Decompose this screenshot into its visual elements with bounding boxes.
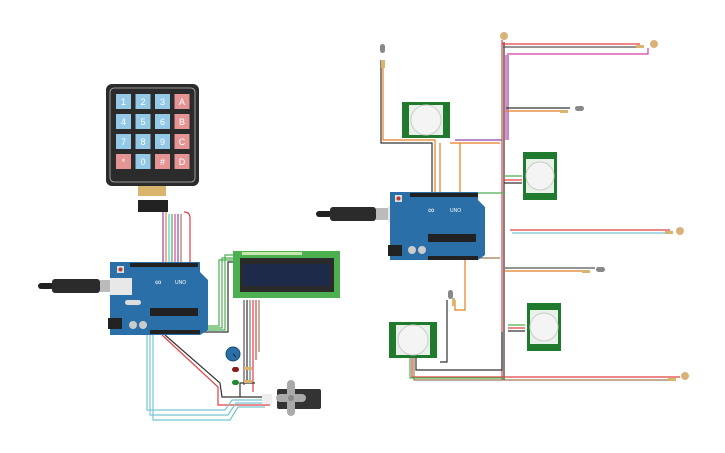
keypad-key-label: 5 xyxy=(140,117,145,127)
photoresistor[interactable] xyxy=(676,227,684,235)
keypad-key-label: # xyxy=(160,157,165,167)
wire xyxy=(411,355,680,378)
led-gray[interactable] xyxy=(575,106,584,111)
lcd-16x2[interactable] xyxy=(233,251,340,298)
keypad-key-label: C xyxy=(179,137,186,147)
arduino-logo-icon: ∞ xyxy=(428,205,434,215)
arduino-logo-icon: ∞ xyxy=(155,277,161,287)
keypad-key-label: 1 xyxy=(121,97,126,107)
keypad-key-#[interactable]: # xyxy=(155,154,170,169)
wire xyxy=(152,300,265,421)
keypad-key-7[interactable]: 7 xyxy=(116,134,131,149)
keypad-key-5[interactable]: 5 xyxy=(135,114,151,129)
resistor xyxy=(665,231,673,234)
arduino-uno-right[interactable]: UNO ∞ xyxy=(388,192,485,260)
wire xyxy=(409,355,505,379)
pir-sensor[interactable] xyxy=(523,152,557,200)
wire xyxy=(413,355,675,381)
keypad[interactable]: 1 2 3 A 4 5 6 B 7 8 9 C * 0 # D xyxy=(106,84,199,212)
wire xyxy=(164,334,270,398)
resistor xyxy=(668,378,676,381)
keypad-key-0[interactable]: 0 xyxy=(135,154,151,169)
wire xyxy=(200,257,240,329)
led-gray[interactable] xyxy=(448,290,453,299)
keypad-key-label: 9 xyxy=(160,137,165,147)
resistor xyxy=(452,298,455,306)
keypad-key-9[interactable]: 9 xyxy=(155,134,170,149)
resistor xyxy=(636,45,644,48)
led-green[interactable] xyxy=(232,380,252,385)
wire xyxy=(149,300,265,416)
wire xyxy=(146,300,265,411)
wire xyxy=(507,48,649,55)
arduino-left-label: UNO xyxy=(175,280,186,286)
pir-sensor[interactable] xyxy=(527,303,561,351)
potentiometer[interactable] xyxy=(225,346,241,362)
keypad-key-label: 3 xyxy=(160,97,165,107)
keypad-key-label: 4 xyxy=(121,117,126,127)
keypad-key-4[interactable]: 4 xyxy=(116,114,131,129)
keypad-key-2[interactable]: 2 xyxy=(135,94,151,109)
led-gray[interactable] xyxy=(596,267,605,272)
keypad-key-6[interactable]: 6 xyxy=(155,114,170,129)
right-wires xyxy=(380,40,680,381)
keypad-key-B[interactable]: B xyxy=(174,114,190,129)
pir-sensor[interactable] xyxy=(389,322,437,358)
keypad-key-label: 0 xyxy=(140,157,145,167)
keypad-key-3[interactable]: 3 xyxy=(155,94,170,109)
wire xyxy=(382,60,436,193)
keypad-key-D[interactable]: D xyxy=(174,154,190,169)
pir-sensor[interactable] xyxy=(402,102,450,138)
keypad-key-label: D xyxy=(179,157,186,167)
arduino-uno-left[interactable]: UNO ∞ xyxy=(108,262,208,335)
keypad-key-label: 8 xyxy=(140,137,145,147)
resistor xyxy=(560,110,568,113)
arduino-right-label: UNO xyxy=(450,208,461,214)
photoresistor[interactable] xyxy=(500,32,508,40)
keypad-connector xyxy=(138,200,168,212)
photoresistor[interactable] xyxy=(650,40,658,48)
resistor xyxy=(582,270,590,273)
wire xyxy=(200,259,240,327)
left-wires xyxy=(146,211,270,421)
wire xyxy=(415,332,503,371)
photoresistor[interactable] xyxy=(681,372,689,380)
keypad-key-label: B xyxy=(179,117,185,127)
servo-motor[interactable] xyxy=(262,380,321,416)
keypad-key-label: * xyxy=(122,157,126,167)
keypad-key-label: 7 xyxy=(121,137,126,147)
wire xyxy=(380,60,433,193)
wire xyxy=(161,334,270,406)
resistors xyxy=(381,45,676,381)
keypad-key-1[interactable]: 1 xyxy=(116,94,131,109)
wire xyxy=(183,211,191,262)
resistor xyxy=(381,60,385,68)
wire xyxy=(200,254,240,331)
led-red[interactable] xyxy=(232,367,252,372)
keypad-key-8[interactable]: 8 xyxy=(135,134,151,149)
wire xyxy=(440,300,448,363)
led-gray[interactable] xyxy=(380,44,385,53)
keypad-key-A[interactable]: A xyxy=(174,94,190,109)
keypad-key-label: 2 xyxy=(140,97,145,107)
keypad-key-*[interactable]: * xyxy=(116,154,131,169)
keypad-key-label: 6 xyxy=(160,117,165,127)
usb-cable-left xyxy=(38,279,118,293)
keypad-pins xyxy=(138,186,166,196)
keypad-key-C[interactable]: C xyxy=(174,134,190,149)
keypad-key-label: A xyxy=(179,97,185,107)
